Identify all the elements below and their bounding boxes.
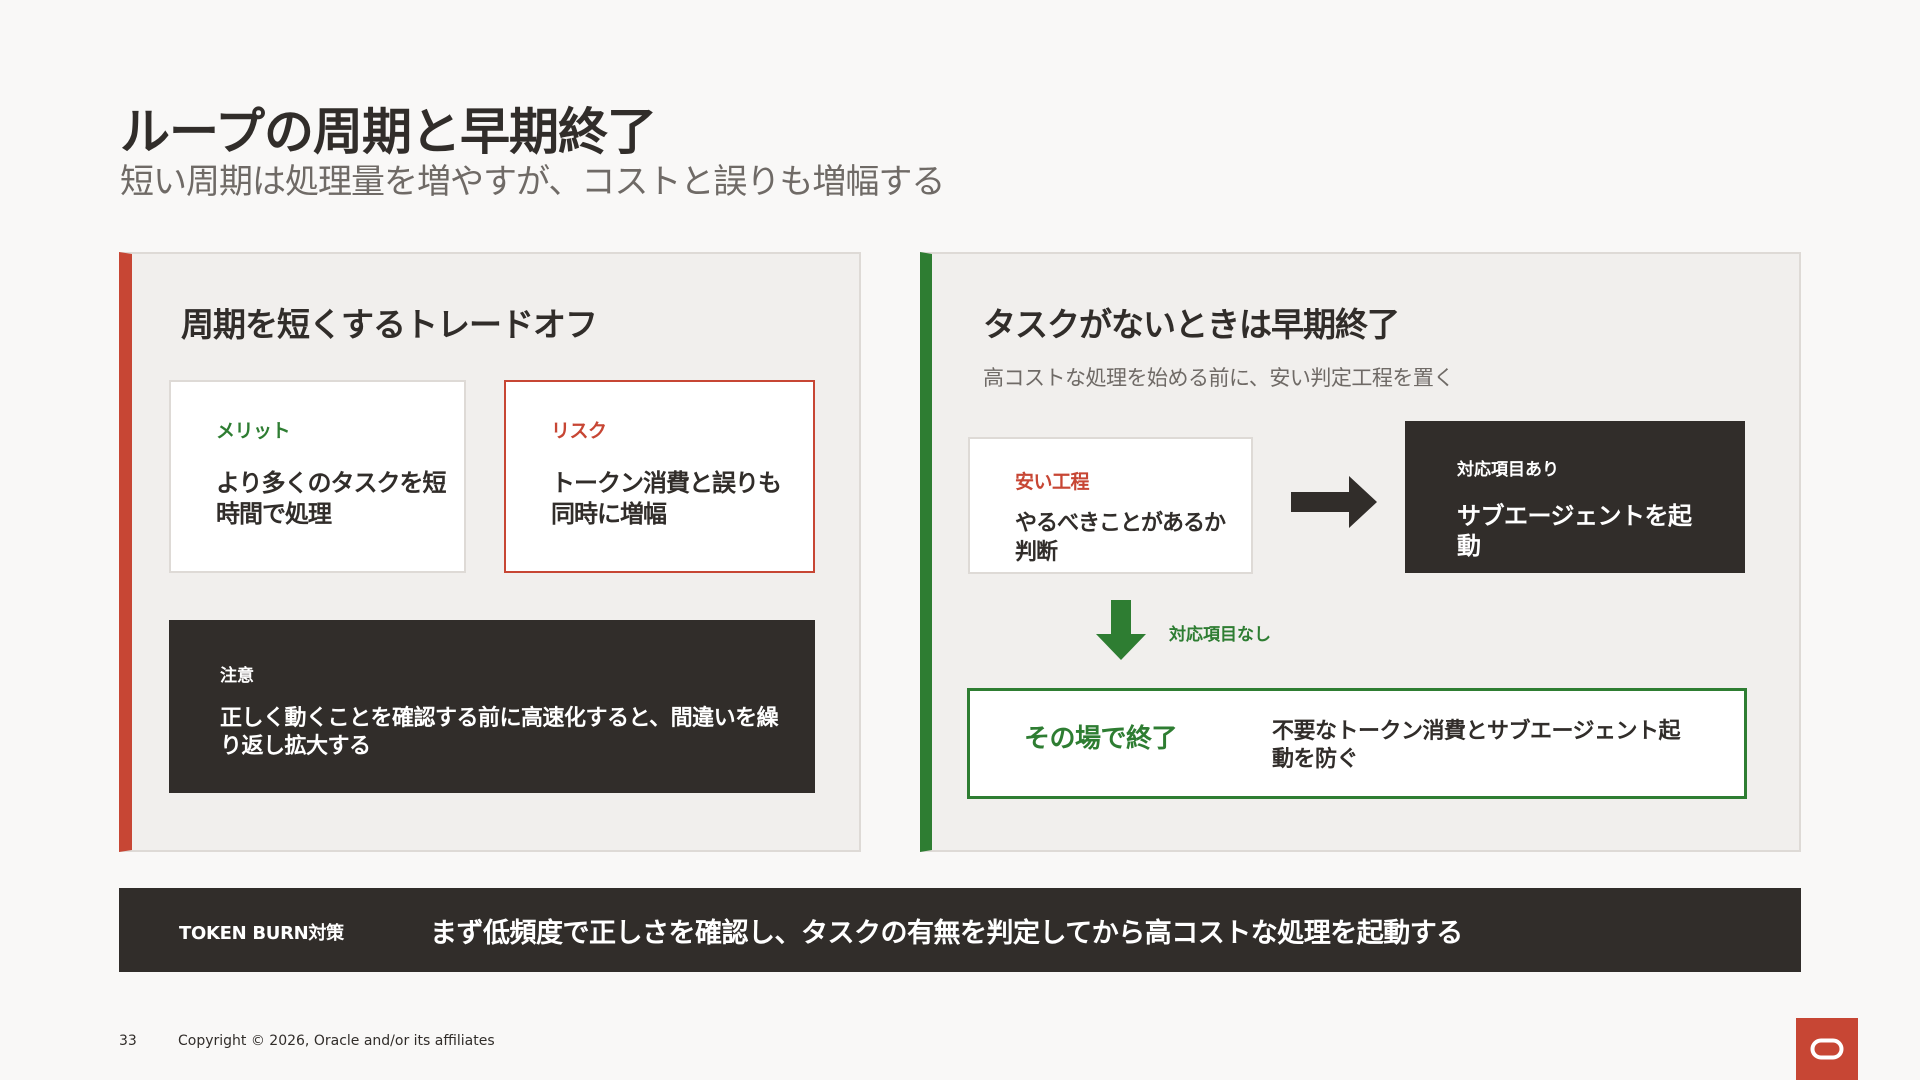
merit-tag: メリット	[216, 420, 291, 442]
risk-card: リスク トークン消費と誤りも同時に増幅	[504, 380, 815, 573]
slide-title: ループの周期と早期終了	[120, 103, 657, 161]
no-items-label: 対応項目なし	[1169, 625, 1271, 645]
has-items-body: サブエージェントを起動	[1457, 502, 1692, 560]
oracle-logo-icon	[1796, 1018, 1858, 1080]
merit-card: メリット より多くのタスクを短時間で処理	[169, 380, 466, 573]
early-exit-panel: タスクがないときは早期終了 高コストな処理を始める前に、安い判定工程を置く 安い…	[920, 252, 1801, 852]
slide-subtitle: 短い周期は処理量を増やすが、コストと誤りも増幅する	[120, 162, 945, 202]
cheap-step-tag: 安い工程	[1015, 471, 1090, 493]
merit-body: より多くのタスクを短時間で処理	[216, 469, 447, 528]
caution-tag: 注意	[220, 666, 254, 686]
risk-body: トークン消費と誤りも同時に増幅	[551, 469, 782, 528]
end-description: 不要なトークン消費とサブエージェント起動を防ぐ	[1272, 719, 1681, 772]
page-number: 33	[119, 1033, 137, 1049]
banner-text: まず低頻度で正しさを確認し、タスクの有無を判定してから高コストな処理を起動する	[430, 918, 1463, 949]
arrow-down-icon	[1096, 600, 1146, 664]
banner-tag: TOKEN BURN対策	[179, 923, 344, 944]
arrow-right-icon	[1291, 476, 1377, 532]
cheap-step-body: やるべきことがあるか判断	[1015, 511, 1226, 565]
copyright: Copyright © 2026, Oracle and/or its affi…	[178, 1033, 495, 1049]
token-burn-banner: TOKEN BURN対策 まず低頻度で正しさを確認し、タスクの有無を判定してから…	[119, 888, 1801, 972]
caution-card: 注意 正しく動くことを確認する前に高速化すると、間違いを繰り返し拡大する	[169, 620, 815, 793]
has-items-tag: 対応項目あり	[1457, 460, 1559, 480]
risk-tag: リスク	[551, 420, 607, 442]
tradeoff-heading: 周期を短くするトレードオフ	[181, 305, 598, 344]
caution-body: 正しく動くことを確認する前に高速化すると、間違いを繰り返し拡大する	[220, 706, 779, 759]
early-exit-heading: タスクがないときは早期終了	[983, 305, 1400, 344]
cheap-step-card: 安い工程 やるべきことがあるか判断	[968, 437, 1253, 574]
has-items-card: 対応項目あり サブエージェントを起動	[1405, 421, 1745, 573]
tradeoff-panel: 周期を短くするトレードオフ メリット より多くのタスクを短時間で処理 リスク ト…	[119, 252, 861, 852]
end-title: その場で終了	[1024, 724, 1178, 754]
end-card: その場で終了 不要なトークン消費とサブエージェント起動を防ぐ	[967, 688, 1747, 799]
early-exit-note: 高コストな処理を始める前に、安い判定工程を置く	[983, 366, 1454, 390]
